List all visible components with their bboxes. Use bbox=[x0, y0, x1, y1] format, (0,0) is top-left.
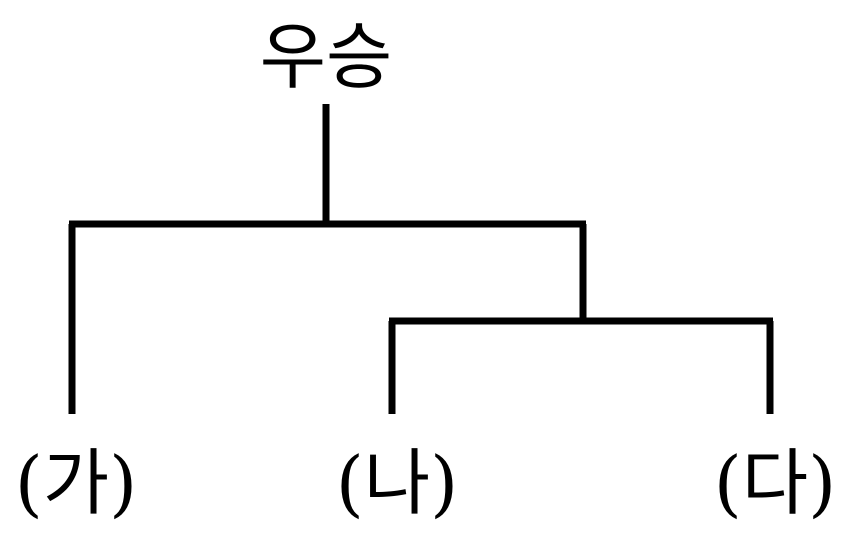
team-label-ga: (가) bbox=[15, 441, 137, 525]
winner-label: 우승 bbox=[260, 15, 392, 99]
team-label-da: (다) bbox=[714, 441, 836, 525]
team-label-na: (나) bbox=[336, 441, 458, 525]
